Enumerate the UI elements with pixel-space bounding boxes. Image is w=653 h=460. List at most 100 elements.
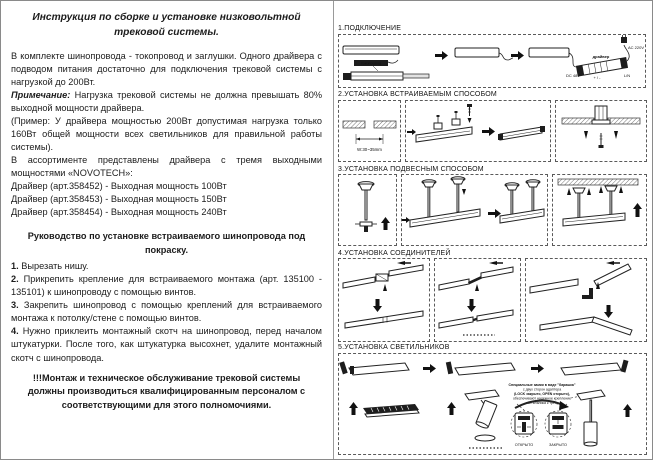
lock-closed: [544, 410, 572, 438]
section2-crosssection-diagram: [555, 100, 647, 162]
note-paragraph: Примечание: Нагрузка трековой системы не…: [11, 89, 322, 115]
assembled-track: [454, 47, 514, 61]
screw-icon: [467, 104, 472, 123]
step-text: Закрепить шинопровод с помощью креплений…: [11, 300, 322, 324]
l-connector: [582, 288, 593, 299]
intro-block: В комплекте шинопровода - токопровод и з…: [11, 50, 322, 220]
step-item: 1. Вырезать нишу.: [11, 260, 322, 273]
right-arrow-icon: [435, 51, 448, 60]
section2-title: 2.УСТАНОВКА ВСТРАИВАЕМЫМ СПОСОБОМ: [338, 91, 497, 98]
note-label: Примечание:: [11, 89, 71, 100]
up-arrow-icon: [633, 203, 642, 217]
section3-title: 3.УСТАНОВКА ПОДВЕСНЫМ СПОСОБОМ: [338, 166, 484, 173]
pendant-assembly-diagram: [402, 176, 545, 228]
intro-paragraph: В комплекте шинопровода - токопровод и з…: [11, 50, 322, 87]
steps-list: 1. Вырезать нишу. 2. Прикрепить креплени…: [11, 260, 322, 365]
step-item: 4. Нужно приклеить монтажный скотч на ши…: [11, 325, 322, 364]
connection-diagram: токопровод: [342, 35, 644, 81]
lock-open: [510, 410, 538, 438]
spot-luminaire: [464, 389, 503, 449]
step-item: 2. Прикрепить крепление для встраиваемог…: [11, 273, 322, 299]
niche-width-label: W:30~35mm: [357, 147, 382, 152]
luminaire-install-diagram: Специальные замки в виде "барашка" с дву…: [339, 359, 632, 449]
guide-heading: Руководство по установке встраиваемого ш…: [27, 231, 306, 255]
joined-track: [438, 309, 514, 329]
assortment-paragraph: В ассортименте представлены драйвера с т…: [11, 155, 322, 179]
pendant-track-assembled: [499, 179, 545, 224]
step-text: Прикрепить крепление для встраиваемого м…: [11, 274, 322, 298]
section4-flex-connector: [434, 258, 521, 342]
example-paragraph: (Пример: У драйвера мощностью 200Вт допу…: [11, 115, 322, 153]
open-label: ОТКРЫТО: [515, 443, 534, 447]
mounting-clips: [433, 111, 461, 130]
pendant-luminaire: [576, 389, 606, 447]
driver-item: Драйвер (арт.358453) - Выходная мощность…: [11, 194, 227, 205]
flex-connector-diagram: [438, 261, 514, 336]
recessed-crosssection-diagram: [561, 105, 641, 148]
niche-cutout-diagram: W:30~35mm: [342, 120, 397, 152]
text-column: Инструкция по сборке и установке низково…: [1, 1, 334, 459]
step-number: 3.: [11, 300, 19, 311]
section4-title: 4.УСТАНОВКА СОЕДИНИТЕЛЕЙ: [338, 250, 451, 257]
track-adapter-step3: [560, 359, 629, 376]
straight-connector-diagram: [342, 261, 424, 329]
ln-label: L/N: [624, 73, 630, 78]
section1-title: 1.ПОДКЛЮЧЕНИЕ: [338, 25, 402, 32]
joined-track: [344, 310, 424, 329]
section5-title: 5.УСТАНОВКА СВЕТИЛЬНИКОВ: [338, 344, 450, 351]
up-arrow-icon: [381, 217, 390, 230]
section3-mounted: [552, 174, 647, 246]
dimension-arrow: [355, 134, 384, 144]
step-text: Нужно приклеить монтажный скотч на шиноп…: [11, 326, 322, 363]
track-adapter-step1: [339, 361, 410, 376]
dc-label: DC 48V: [566, 73, 580, 78]
step-number: 4.: [11, 326, 19, 337]
conductor-label: токопровод: [361, 62, 382, 66]
linear-luminaire: [363, 404, 420, 418]
corner-connector-diagram: [529, 261, 633, 336]
assembled-track: [498, 126, 545, 141]
driver-item: Драйвер (арт.358454) - Выходная мощность…: [11, 207, 227, 218]
right-arrow-icon: [511, 51, 524, 60]
pendant-mounted-diagram: [557, 178, 642, 227]
lock-note-line: Специальные замки в виде "барашка": [508, 383, 575, 387]
driver-label: драйвер: [593, 54, 610, 59]
step-number: 2.: [11, 274, 19, 285]
pendant-pair: [562, 185, 626, 227]
up-arrow-icon: [623, 404, 632, 417]
pendant-track-exploded: [402, 176, 481, 228]
track-adapter-step2: [445, 361, 516, 376]
screw-icon: [598, 133, 604, 148]
section1-diagram: токопровод: [338, 34, 646, 88]
lock-note-line: с двух сторон адаптера: [523, 388, 561, 392]
section5-diagram: Специальные замки в виде "барашка" с дву…: [338, 353, 647, 455]
polarity-label: + / -: [593, 75, 601, 80]
step-number: 1.: [11, 261, 19, 272]
section3-assembly: [401, 174, 548, 246]
driver-unit: [575, 56, 629, 77]
lock-note-line: (LOCK закрыто, OPEN открыто),: [514, 392, 570, 396]
lock-note-line: обеспечивают надежное крепление: [513, 397, 571, 401]
step-text: Вырезать нишу.: [21, 261, 89, 272]
section2-niche-diagram: W:30~35mm: [338, 100, 401, 162]
page-title: Инструкция по сборке и установке низково…: [32, 12, 301, 39]
ac-label: AC 220V: [628, 45, 644, 50]
note-text: Нагрузка трековой системы не должна прев…: [11, 89, 322, 113]
lock-note-line: светильника к треку: [526, 401, 559, 405]
clip-assembly-diagram: [407, 104, 545, 143]
section4-straight-connector: [338, 258, 430, 342]
recessed-track-profile: [591, 105, 611, 125]
right-arrow-icon: [531, 364, 544, 373]
down-arrow-icon: [467, 299, 476, 312]
right-arrow-icon: [423, 364, 436, 373]
track-with-conductor: токопровод: [342, 45, 430, 81]
up-arrow-icon: [349, 402, 358, 415]
plug-icon: [621, 35, 627, 43]
joined-corner: [539, 316, 633, 336]
diagram-column: 1.ПОДКЛЮЧЕНИЕ токопровод: [334, 1, 652, 459]
section3-pendant-part: [338, 174, 397, 246]
step-item: 3. Закрепить шинопровод с помощью крепле…: [11, 299, 322, 325]
section4-corner-connector: [525, 258, 647, 342]
pendant-rod-diagram: [355, 181, 390, 232]
